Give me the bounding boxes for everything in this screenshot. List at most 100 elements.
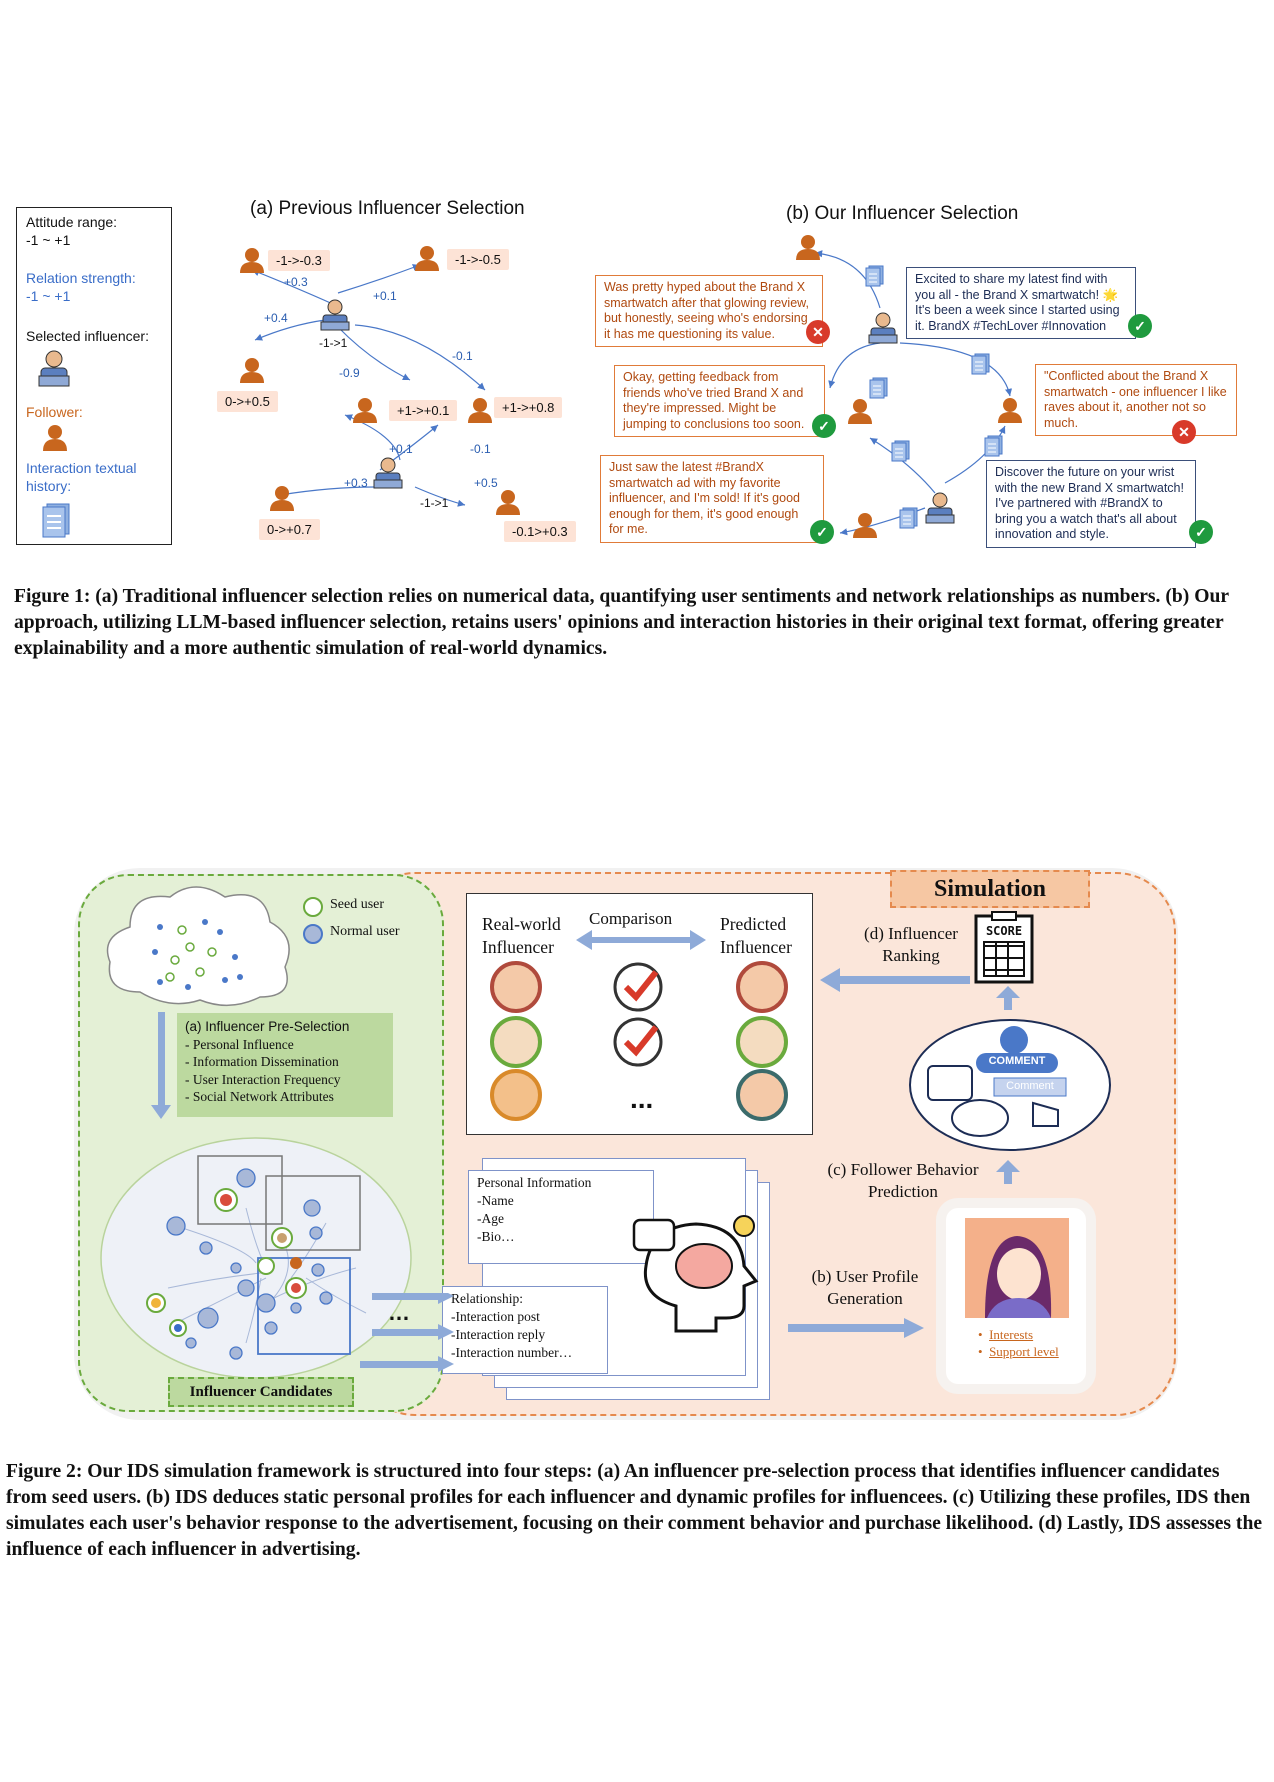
influencer-post-bubble: Discover the future on your wrist with t… (986, 460, 1196, 548)
figure2-caption: Figure 2: Our IDS simulation framework i… (6, 1461, 1263, 1560)
influencer-text: Influencer (482, 937, 554, 957)
strength-label: +0.1 (373, 289, 397, 303)
predicted-text: Predicted (720, 914, 787, 934)
double-arrow (576, 930, 706, 950)
preselection-item: - Personal Influence (185, 1036, 294, 1052)
comment-badge: COMMENT (988, 1055, 1046, 1067)
behavior-label-2: Prediction (868, 1182, 938, 1201)
candidate-network (100, 1137, 412, 1379)
selected-influencer-label: Selected influencer: (26, 328, 149, 344)
arrow-right (788, 1318, 924, 1338)
panel-b-title: (b) Our Influencer Selection (786, 203, 1019, 224)
document-icon (42, 503, 70, 538)
ranking-label: (d) Influencer Ranking (836, 923, 986, 967)
panel-a-network (240, 246, 520, 515)
strength-label: +0.4 (264, 311, 288, 325)
opinion-bubble: Was pretty hyped about the Brand X smart… (595, 275, 823, 347)
predicted-label: Predicted Influencer (720, 913, 810, 959)
profile-gen-label-1: (b) User Profile (811, 1267, 919, 1286)
influencer-text: Influencer (720, 937, 792, 957)
profile-support: • Support level (978, 1344, 1059, 1359)
check-icon: ✓ (810, 520, 834, 544)
behavior-label: (c) Follower Behavior Prediction (808, 1159, 998, 1203)
ranking-label-1: (d) Influencer (864, 924, 958, 943)
personal-info-card: Personal Information -Name -Age -Bio… (468, 1170, 654, 1264)
strength-label: -0.1 (470, 442, 491, 456)
opinion-bubble: Just saw the latest #BrandX smartwatch a… (600, 455, 824, 543)
behavior-label-1: (c) Follower Behavior (827, 1160, 979, 1179)
user-cloud (106, 886, 290, 1006)
score-icon (974, 911, 1034, 984)
strength-label: -0.1 (452, 349, 473, 363)
more-dots: … (388, 1300, 410, 1325)
normal-user-label: Normal user (330, 924, 400, 939)
arrow-up (996, 986, 1020, 1010)
check-icon: ✓ (1189, 520, 1213, 544)
simulation-title: Simulation (890, 870, 1090, 908)
value-box: +1->+0.1 (389, 400, 458, 421)
strength-label: +0.5 (474, 476, 498, 490)
preselection-box: (a) Influencer Pre-Selection - Personal … (177, 1013, 393, 1117)
personal-info-item: -Bio… (477, 1229, 515, 1244)
flow-arrow-down (158, 1012, 165, 1108)
value-box: -1->-0.5 (447, 249, 509, 270)
relationship-item: -Interaction number… (451, 1345, 573, 1360)
profile-attributes: • Interests • Support level (978, 1326, 1059, 1360)
profile-gen-label: (b) User Profile Generation (796, 1266, 934, 1310)
opinion-bubble: Okay, getting feedback from friends who'… (614, 365, 825, 437)
interests-text: Interests (989, 1327, 1034, 1342)
history-label-2: history: (26, 478, 72, 494)
personal-info-title: Personal Information (477, 1175, 592, 1190)
value-box: +1->+0.8 (494, 397, 563, 418)
influencer-post-bubble: Excited to share my latest find with you… (906, 267, 1136, 339)
influencer-candidates-label: Influencer Candidates (168, 1377, 354, 1407)
value-box: -1->-0.3 (268, 250, 330, 271)
value-box: 0->+0.7 (259, 519, 320, 540)
legend-markers (303, 897, 323, 944)
figure1-legend: Attitude range: -1 ~ +1 Relation strengt… (16, 207, 172, 545)
ranking-label-2: Ranking (882, 946, 940, 965)
real-world-text: Real-world (482, 914, 561, 934)
relation-label: Relation strength: (26, 270, 136, 286)
comparison-label: Comparison (589, 909, 673, 928)
score-text: SCORE (985, 924, 1023, 938)
seed-user-label: Seed user (330, 897, 385, 912)
arrow-left (820, 968, 970, 992)
influencer-avatars (490, 961, 788, 1121)
comment-illustration (909, 1019, 1111, 1151)
arrows-right (360, 1293, 454, 1372)
strength-label: +0.3 (344, 476, 368, 490)
flow-arrow-head (151, 1105, 171, 1119)
panel-b-network (796, 235, 1022, 538)
check-icon: ✓ (1128, 314, 1152, 338)
relationship-title: Relationship: (451, 1291, 523, 1306)
personal-info-item: -Age (477, 1211, 504, 1226)
influencer-attitude: -1->1 (420, 496, 449, 510)
preselection-item: - Social Network Attributes (185, 1089, 334, 1104)
more-dots: ... (630, 1083, 654, 1114)
follower-icon (43, 425, 67, 451)
arrow-up (996, 1160, 1020, 1184)
value-box: 0->+0.5 (217, 391, 278, 412)
check-icon: ✓ (812, 414, 836, 438)
support-text: Support level (989, 1344, 1059, 1359)
attitude-label: Attitude range: (26, 214, 118, 230)
relationship-item: -Interaction post (451, 1309, 540, 1324)
relation-range: -1 ~ +1 (26, 288, 71, 304)
strength-label: +0.1 (389, 442, 413, 456)
value-box: -0.1>+0.3 (504, 521, 576, 542)
profile-gen-label-2: Generation (827, 1289, 903, 1308)
preselection-item: - Information Dissemination (185, 1054, 339, 1069)
user-avatar (965, 1218, 1069, 1318)
personal-info-item: -Name (477, 1193, 514, 1208)
preselection-item: - User Interaction Frequency (185, 1071, 341, 1087)
follower-label: Follower: (26, 404, 83, 420)
real-world-label: Real-world Influencer (482, 913, 592, 959)
strength-label: +0.3 (284, 275, 308, 289)
panel-a-title: (a) Previous Influencer Selection (250, 198, 525, 219)
profile-interests: • Interests (978, 1327, 1034, 1342)
x-icon: ✕ (1172, 420, 1196, 444)
influencer-icon (38, 350, 70, 387)
preselection-title: (a) Influencer Pre-Selection (185, 1019, 350, 1034)
figure1-caption: Figure 1: (a) Traditional influencer sel… (14, 586, 1229, 659)
